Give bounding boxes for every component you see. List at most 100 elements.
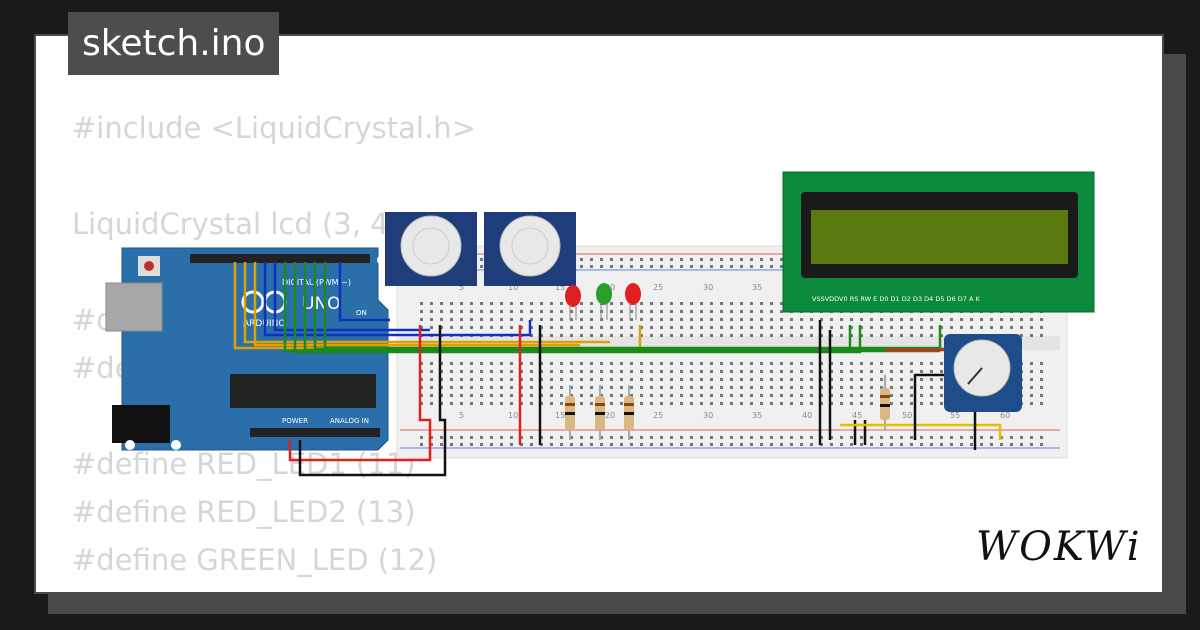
breadboard-hole [640,326,643,329]
breadboard-hole [690,443,693,446]
breadboard-hole [1030,370,1033,373]
breadboard-hole [510,326,513,329]
breadboard-hole [890,318,893,321]
breadboard-hole [830,378,833,381]
breadboard-hole [760,326,763,329]
breadboard-hole [750,370,753,373]
breadboard-hole [790,318,793,321]
resistor-3[interactable] [624,385,634,440]
breadboard-hole [990,326,993,329]
breadboard-hole [540,318,543,321]
breadboard-hole [890,436,893,439]
breadboard-hole [790,334,793,337]
breadboard-hole [700,318,703,321]
green-led[interactable] [596,283,612,320]
breadboard-hole [630,334,633,337]
breadboard-hole [1030,402,1033,405]
breadboard-hole [440,443,443,446]
breadboard-hole [490,436,493,439]
potentiometer[interactable] [944,334,1022,412]
breadboard-hole [650,436,653,439]
breadboard-hole [750,402,753,405]
breadboard-hole [800,443,803,446]
breadboard-hole [670,443,673,446]
breadboard-hole [560,334,563,337]
breadboard-hole [530,310,533,313]
red-led-2[interactable] [625,283,641,320]
breadboard-hole [490,402,493,405]
breadboard-hole [770,402,773,405]
breadboard-hole [450,402,453,405]
resistor-2[interactable] [595,385,605,440]
breadboard-hole [880,318,883,321]
breadboard-hole [710,436,713,439]
breadboard-hole [800,318,803,321]
breadboard-hole [680,370,683,373]
breadboard-hole [640,370,643,373]
lcd-display[interactable]: VSSVDDV0 RS RW E D0 D1 D2 D3 D4 D5 D6 D7… [782,171,1095,313]
breadboard-hole [570,370,573,373]
breadboard-hole [720,265,723,268]
breadboard-hole [590,394,593,397]
breadboard-hole [750,362,753,365]
breadboard-hole [680,265,683,268]
breadboard-hole [840,402,843,405]
breadboard-hole [670,362,673,365]
breadboard-hole [510,362,513,365]
breadboard-hole [450,362,453,365]
breadboard-hole [550,362,553,365]
breadboard-hole [520,310,523,313]
svg-text:35: 35 [752,283,762,292]
breadboard-hole [560,302,563,305]
breadboard-hole [920,436,923,439]
breadboard-hole [520,378,523,381]
breadboard-hole [850,402,853,405]
breadboard-hole [640,265,643,268]
breadboard-hole [740,394,743,397]
pir-sensor-1[interactable] [385,212,477,286]
breadboard-hole [630,436,633,439]
resistor-1[interactable] [565,385,575,440]
breadboard-hole [970,326,973,329]
red-led-1[interactable] [565,285,581,320]
breadboard-hole [610,394,613,397]
breadboard-hole [700,378,703,381]
breadboard-hole [590,258,593,261]
breadboard-hole [850,386,853,389]
breadboard-hole [540,378,543,381]
breadboard-hole [520,318,523,321]
breadboard-hole [890,386,893,389]
breadboard-hole [630,443,633,446]
breadboard-hole [1000,443,1003,446]
breadboard-hole [790,386,793,389]
breadboard-hole [460,436,463,439]
breadboard-hole [700,258,703,261]
breadboard-hole [540,326,543,329]
breadboard-hole [900,394,903,397]
pir-sensor-2[interactable] [484,212,576,286]
breadboard-hole [490,370,493,373]
breadboard-hole [560,370,563,373]
breadboard-hole [530,386,533,389]
breadboard-hole [600,258,603,261]
file-tab[interactable]: sketch.ino [68,12,280,75]
breadboard-hole [480,436,483,439]
breadboard-hole [940,386,943,389]
resistor-4[interactable] [880,375,890,430]
breadboard-hole [700,265,703,268]
breadboard-hole [430,394,433,397]
breadboard-hole [590,326,593,329]
breadboard-hole [890,334,893,337]
breadboard-hole [870,318,873,321]
breadboard-hole [500,310,503,313]
breadboard-hole [690,370,693,373]
breadboard-hole [520,362,523,365]
breadboard-hole [700,334,703,337]
breadboard-hole [640,443,643,446]
breadboard-hole [660,326,663,329]
breadboard-hole [740,302,743,305]
breadboard-hole [840,378,843,381]
breadboard-hole [480,386,483,389]
svg-text:35: 35 [752,411,762,420]
breadboard-hole [580,310,583,313]
